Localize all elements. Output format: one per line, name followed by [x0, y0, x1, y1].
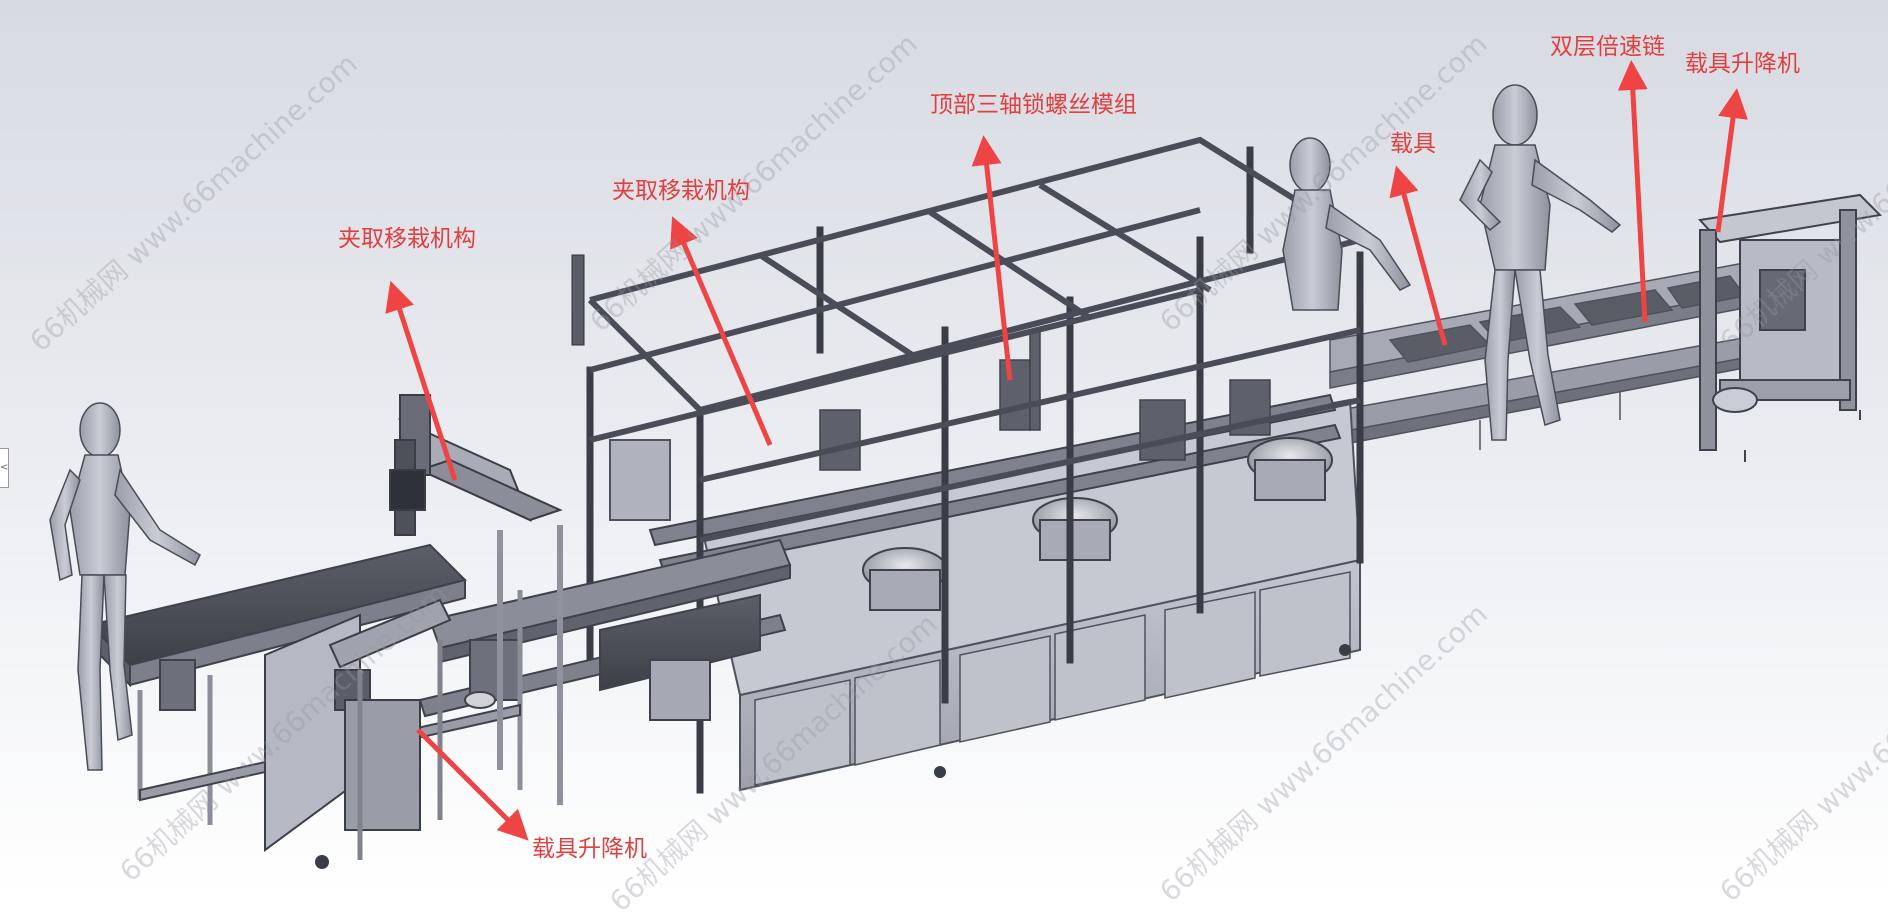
human-figure-middle	[1282, 137, 1412, 311]
label-carrier: 载具	[1390, 131, 1436, 157]
label-double-chain: 双层倍速链	[1550, 34, 1665, 60]
human-figure-right	[1459, 84, 1622, 441]
machine-diagram	[0, 0, 1888, 897]
arrow-screw-module	[971, 135, 1013, 381]
arrow-carrier	[1389, 165, 1448, 346]
right-carrier-lift-machine	[1698, 193, 1883, 462]
arrow-lift-bottom	[416, 728, 529, 841]
label-gripper-left: 夹取移栽机构	[338, 226, 476, 252]
label-screw-module: 顶部三轴锁螺丝模组	[930, 92, 1137, 118]
arrow-lift-right	[1715, 88, 1748, 233]
arrow-gripper-left	[385, 280, 458, 481]
label-lift-right: 载具升降机	[1685, 51, 1800, 77]
label-gripper-mid: 夹取移栽机构	[612, 178, 750, 204]
label-lift-bottom: 载具升降机	[532, 836, 647, 862]
arrow-double-chain	[1617, 60, 1648, 323]
left-carrier-lift-machine	[264, 598, 452, 869]
human-figure-left	[49, 402, 201, 771]
collapse-tab[interactable]: <	[0, 448, 9, 488]
main-workstation	[571, 136, 1368, 794]
arrow-gripper-mid	[670, 216, 773, 446]
signal-tower	[571, 254, 585, 346]
callout-arrows	[385, 60, 1748, 841]
